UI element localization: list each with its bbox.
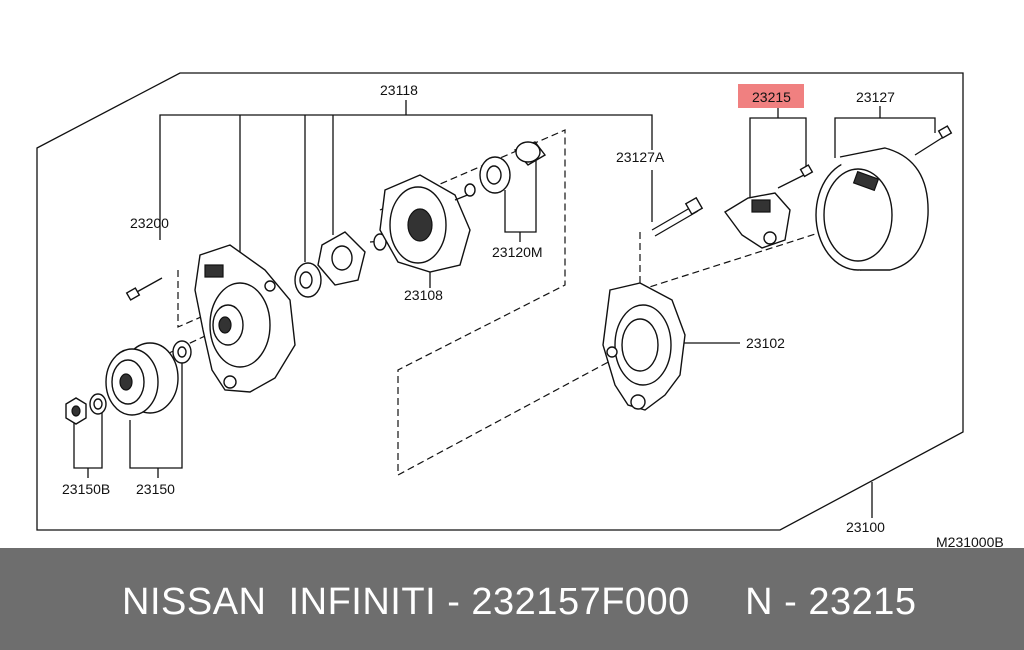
highlight-23215: [738, 84, 804, 108]
nut-23150B: [65, 397, 87, 425]
label-23150B: 23150B: [62, 481, 110, 497]
label-23108: 23108: [404, 287, 443, 303]
leader-23118: [159, 100, 653, 265]
front-bearing: [294, 262, 322, 298]
label-23215: 23215: [752, 89, 791, 105]
leader-23150: [129, 362, 183, 478]
label-23102: 23102: [746, 335, 785, 351]
diagram-frame: [36, 72, 964, 531]
washer-23150: [172, 340, 192, 364]
part-number-text: NISSAN INFINITI - 232157F000 N - 23215: [122, 581, 917, 623]
label-ref-code: M231000B: [936, 534, 1004, 548]
label-23200: 23200: [130, 215, 169, 231]
rear-housing-23102: [602, 282, 686, 411]
rear-cover-23127: [815, 125, 953, 271]
part-number-banner: NISSAN INFINITI - 232157F000 N - 23215: [0, 548, 1024, 650]
washer-23150B: [89, 393, 107, 415]
leader-23127: [834, 106, 936, 158]
bolt-23200: [125, 277, 163, 301]
exploded-parts-diagram: 23118 23215 23127 23127A 23200 23120M 23…: [36, 72, 1004, 548]
front-housing: [194, 244, 296, 393]
rear-bearing: [479, 141, 547, 194]
label-23118: 23118: [380, 82, 418, 98]
label-23127: 23127: [856, 89, 895, 105]
label-23127A: 23127A: [616, 149, 665, 165]
label-23100: 23100: [846, 519, 885, 535]
regulator-23215: [723, 164, 814, 249]
pulley-23150: [105, 342, 179, 416]
retainer-plate: [317, 231, 366, 286]
bolt-23127A: [651, 196, 704, 237]
label-23120M: 23120M: [492, 244, 543, 260]
leader-23120M: [504, 158, 537, 242]
label-23150: 23150: [136, 481, 175, 497]
leader-23215: [749, 108, 807, 200]
leader-23150B: [73, 410, 103, 478]
rotor-23108: [369, 174, 476, 273]
